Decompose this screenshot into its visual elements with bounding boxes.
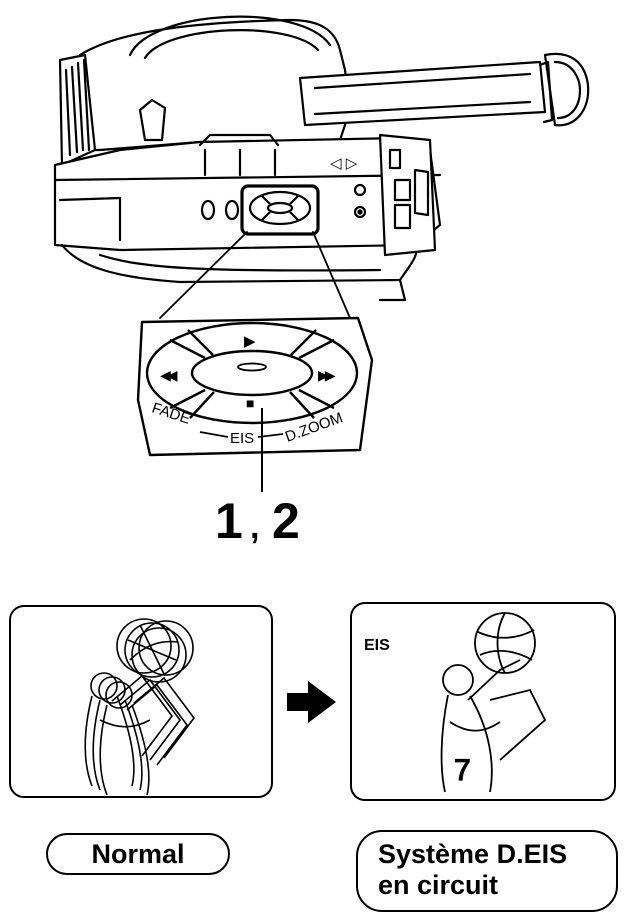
eis-label: EIS xyxy=(230,430,254,447)
play-button-symbol: ▶ xyxy=(244,333,256,350)
stop-button-symbol: ■ xyxy=(246,395,254,411)
caption-normal-text: Normal xyxy=(91,839,185,869)
caption-normal: Normal xyxy=(46,833,230,875)
control-panel-zoom xyxy=(136,316,374,457)
arrow-right-icon xyxy=(287,681,336,723)
side-arrows-label: ◁ ▷ xyxy=(330,155,358,172)
step-number-2: 2 xyxy=(272,493,300,549)
caption-eis-line1: Système D.EIS xyxy=(378,839,568,869)
camcorder-drawing xyxy=(53,15,590,319)
lens-ring xyxy=(58,53,97,167)
screen-eis-on: 7 xyxy=(350,602,616,801)
eis-indicator-overlay: EIS xyxy=(364,637,390,654)
eyecup xyxy=(538,52,590,127)
label-dash-left xyxy=(199,431,229,438)
player-drawing: 7 xyxy=(440,612,547,793)
step-number-1: 1 xyxy=(215,493,243,549)
caption-eis-line2: en circuit xyxy=(378,870,499,900)
step-separator: , xyxy=(250,508,259,546)
blurred-player-drawing xyxy=(84,618,195,796)
screen-normal xyxy=(9,605,273,798)
caption-eis-on: Système D.EIS en circuit xyxy=(356,830,618,912)
svg-text:7: 7 xyxy=(454,754,471,787)
